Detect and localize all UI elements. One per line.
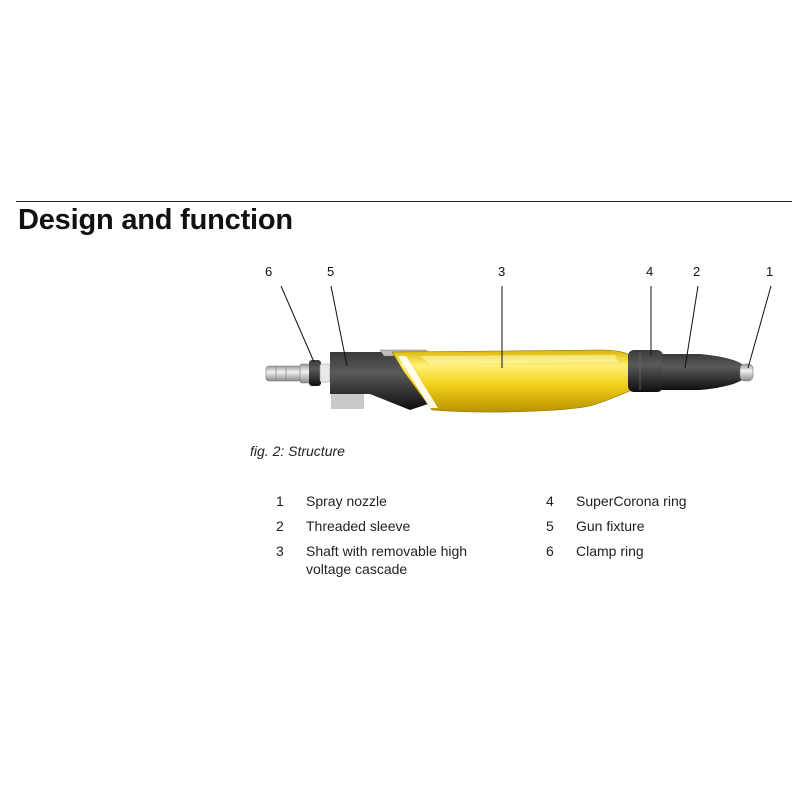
- threaded-sleeve: [662, 354, 742, 390]
- spray-nozzle: [739, 363, 754, 382]
- callout-line-1: [747, 285, 772, 369]
- legend-item: 1 Spray nozzle: [276, 492, 516, 510]
- legend-item-label: Clamp ring: [576, 543, 644, 559]
- legend-item-number: 2: [276, 518, 284, 534]
- legend-item-number: 6: [546, 543, 554, 559]
- legend-column-left: 1 Spray nozzle 2 Threaded sleeve 3 Shaft…: [276, 492, 516, 585]
- legend-item-label: SuperCorona ring: [576, 493, 687, 509]
- legend-item-label: Spray nozzle: [306, 493, 387, 509]
- legend-item: 2 Threaded sleeve: [276, 517, 516, 535]
- legend-column-right: 4 SuperCorona ring 5 Gun fixture 6 Clamp…: [546, 492, 766, 567]
- callout-line-2: [684, 285, 699, 369]
- callout-6: 6: [265, 264, 272, 279]
- legend-item-label: Shaft with removable high voltage cascad…: [306, 543, 468, 577]
- spray-gun-figure: 6 5 3 4 2 1: [265, 264, 773, 413]
- section-title: Design and function: [18, 204, 293, 236]
- callout-1: 1: [766, 264, 773, 279]
- callout-5: 5: [327, 264, 334, 279]
- callout-4: 4: [646, 264, 653, 279]
- callout-line-6: [280, 285, 315, 363]
- hose-connector: [265, 363, 311, 384]
- legend-item-number: 1: [276, 493, 284, 509]
- legend-item-number: 5: [546, 518, 554, 534]
- callout-2: 2: [693, 264, 700, 279]
- clamp-ring: [309, 360, 321, 386]
- legend-item: 4 SuperCorona ring: [546, 492, 766, 510]
- legend-item-label: Gun fixture: [576, 518, 645, 534]
- legend-item-label: Threaded sleeve: [306, 518, 411, 534]
- callout-line-5: [330, 285, 348, 367]
- legend-item: 6 Clamp ring: [546, 542, 766, 560]
- supercorona-ring: [628, 350, 663, 392]
- section-divider: [16, 201, 792, 202]
- legend-item-number: 4: [546, 493, 554, 509]
- callout-3: 3: [498, 264, 505, 279]
- legend-item-number: 3: [276, 543, 284, 559]
- legend-item: 3 Shaft with removable high voltage casc…: [276, 542, 516, 578]
- shaft: [391, 349, 633, 413]
- legend-item: 5 Gun fixture: [546, 517, 766, 535]
- figure-caption: fig. 2: Structure: [250, 443, 345, 459]
